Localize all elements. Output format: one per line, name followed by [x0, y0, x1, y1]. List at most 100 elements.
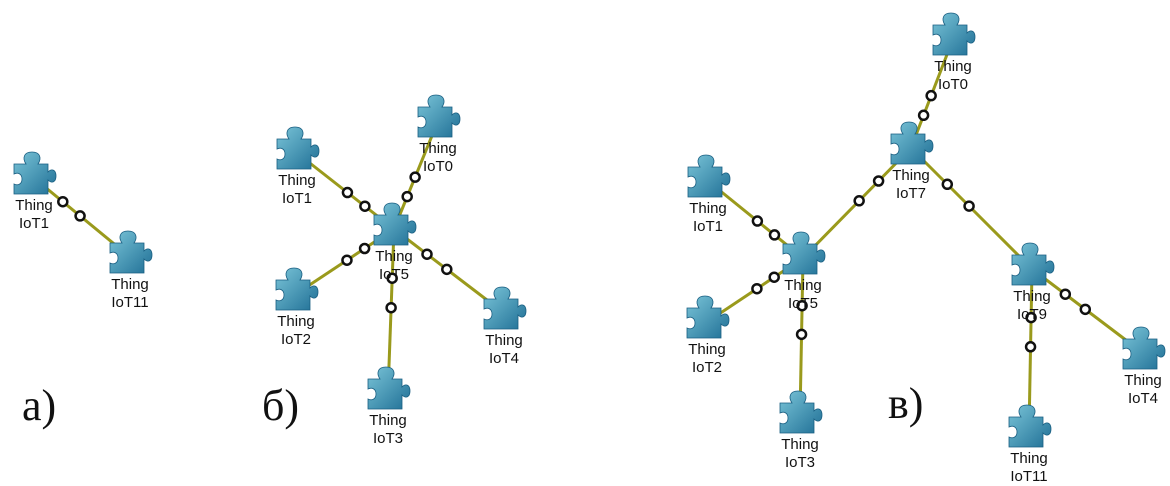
- node-label-line1: Thing: [781, 436, 819, 453]
- puzzle-piece-icon: [275, 267, 319, 311]
- node-label-line1: Thing: [892, 167, 930, 184]
- puzzle-piece-icon: [1011, 242, 1055, 286]
- links-layer: [33, 38, 1144, 432]
- puzzle-piece-icon: [417, 94, 461, 138]
- link-port-c-1-0: [872, 175, 885, 187]
- puzzle-piece-icon: [890, 121, 934, 165]
- link-port-c-3-0: [768, 229, 781, 241]
- node-label-line1: Thing: [688, 341, 726, 358]
- panel-label-b: б): [262, 381, 299, 430]
- link-port-b-0-1: [409, 171, 421, 183]
- node-label-line1: Thing: [689, 200, 727, 217]
- puzzle-piece-icon: [686, 295, 730, 339]
- link-port-c-0-0: [917, 109, 930, 122]
- node-label-line2: IoT11: [111, 294, 148, 311]
- panel-label-a: а): [22, 381, 56, 430]
- node-label-line1: Thing: [15, 197, 53, 214]
- link-port-c-2-0: [941, 178, 954, 191]
- puzzle-piece-icon: [367, 366, 411, 410]
- link-port-c-4-0: [768, 271, 780, 283]
- link-port-c-5-0: [796, 299, 808, 312]
- link-port-b-1-1: [341, 186, 354, 199]
- node-label-line1: Thing: [111, 276, 149, 293]
- puzzle-piece-icon: [13, 151, 57, 195]
- link-port-c-7-0: [1025, 311, 1037, 324]
- node-label-line2: IoT2: [281, 331, 311, 348]
- node-label-line2: IoT1: [693, 218, 723, 235]
- node-label-line2: IoT3: [785, 454, 815, 471]
- puzzle-piece-icon: [932, 12, 976, 56]
- link-port-b-2-1: [341, 254, 353, 266]
- link-port-b-3-1: [441, 263, 453, 276]
- link-port-c-4-1: [751, 282, 763, 295]
- puzzle-piece-icon: [276, 126, 320, 170]
- node-label-line2: IoT0: [423, 158, 453, 175]
- link-port-a-0-0: [57, 195, 69, 208]
- node-label-line1: Thing: [1013, 288, 1051, 305]
- node-label-line2: IoT11: [1010, 468, 1047, 485]
- link-port-b-2-0: [358, 242, 371, 255]
- node-label-line2: IoT5: [379, 266, 409, 283]
- link-port-c-1-1: [853, 195, 865, 207]
- node-label-line1: Thing: [1124, 372, 1162, 389]
- node-label-line1: Thing: [485, 332, 523, 349]
- link-port-c-3-1: [751, 215, 764, 227]
- puzzle-piece-icon: [687, 154, 731, 198]
- node-label-line2: IoT0: [938, 76, 968, 93]
- puzzle-piece-icon: [1122, 326, 1166, 370]
- puzzle-piece-icon: [779, 390, 823, 434]
- node-label-line2: IoT7: [896, 185, 926, 202]
- node-label-line2: IoT1: [282, 190, 312, 207]
- link-port-b-3-0: [421, 248, 433, 260]
- node-label-line1: Thing: [278, 172, 316, 189]
- node-label-line1: Thing: [375, 248, 413, 265]
- puzzle-piece-icon: [1008, 404, 1052, 448]
- node-label-line2: IoT1: [19, 215, 49, 232]
- ports-layer: [57, 89, 1092, 353]
- node-label-line2: IoT9: [1017, 306, 1047, 323]
- node-label-line2: IoT4: [1128, 390, 1158, 407]
- puzzle-piece-icon: [373, 202, 417, 246]
- nodes-layer: ThingIoT1ThingIoT11ThingIoT0ThingIoT1Thi…: [13, 12, 1166, 485]
- link-port-c-6-0: [1059, 288, 1072, 300]
- node-label-line1: Thing: [1010, 450, 1048, 467]
- node-label-line1: Thing: [784, 277, 822, 294]
- puzzle-piece-icon: [109, 230, 153, 274]
- link-port-b-4-0: [386, 272, 398, 284]
- node-label-line2: IoT3: [373, 430, 403, 447]
- link-port-b-4-1: [385, 301, 397, 314]
- node-label-line2: IoT5: [788, 295, 818, 312]
- puzzle-piece-icon: [483, 286, 527, 330]
- node-label-line1: Thing: [934, 58, 972, 75]
- link-port-b-1-0: [359, 200, 371, 212]
- link-port-c-5-1: [795, 328, 808, 341]
- link-port-c-6-1: [1079, 303, 1092, 316]
- link-port-a-0-1: [74, 210, 86, 222]
- puzzle-piece-icon: [782, 231, 826, 275]
- link-port-b-0-0: [401, 190, 413, 203]
- node-label-line1: Thing: [277, 313, 315, 330]
- node-label-line1: Thing: [369, 412, 407, 429]
- panel-label-c: в): [888, 379, 923, 428]
- node-label-line2: IoT4: [489, 350, 519, 367]
- link-port-c-7-1: [1024, 341, 1037, 353]
- link-port-c-2-1: [963, 200, 975, 212]
